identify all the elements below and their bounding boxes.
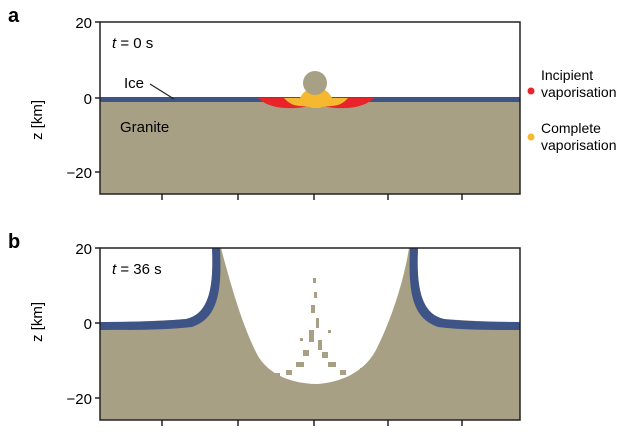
panel-a-impactor [303,71,327,95]
panel-b: b z [km] 20 0 −20 [8,231,521,426]
panel-b-ytick-minus20: −20 [67,391,92,408]
legend-incipient-marker [527,87,535,95]
panel-a-ice-pointer [149,83,175,100]
panel-b-letter: b [8,231,20,253]
panel-a-complete-vaporisation-zone [284,98,348,108]
panel-a-ticks [95,21,463,200]
panel-b-crater-cavity [221,248,409,384]
legend-complete-label-line2: vaporisation [541,137,617,153]
panel-b-sky-left [100,248,213,322]
panel-b-ytick-20: 20 [75,241,92,258]
panel-a-frame [99,21,521,195]
panel-a-ytick-0: 0 [84,91,92,108]
panel-a-letter: a [8,5,20,27]
panel-a: a z [km] 20 0 −20 t = 0 s [8,5,521,200]
panel-b-sky-right [417,248,520,322]
panel-a-granite-layer [100,101,520,194]
legend-incipient-label-line2: vaporisation [541,84,617,100]
legend-complete-label-line1: Complete [541,120,601,136]
panel-b-time-label: t = 36 s [112,261,162,278]
panel-a-ice-label: Ice [124,75,144,92]
legend-complete-marker [527,133,535,141]
panel-a-y-axis-label: z [km] [29,100,46,140]
panel-b-ytick-0: 0 [84,316,92,333]
panel-b-y-axis-label: z [km] [29,302,46,342]
panel-a-time-label: t = 0 s [112,35,153,52]
panel-a-granite-label: Granite [120,119,169,136]
panel-b-ticks [95,247,463,426]
legend-incipient-label-line1: Incipient [541,67,593,83]
legend: Incipient vaporisation Complete vaporisa… [527,67,617,153]
panel-a-ytick-20: 20 [75,15,92,32]
panel-b-ejecta-debris [264,278,364,378]
panel-a-ytick-minus20: −20 [67,165,92,182]
panel-b-frame [99,247,521,421]
